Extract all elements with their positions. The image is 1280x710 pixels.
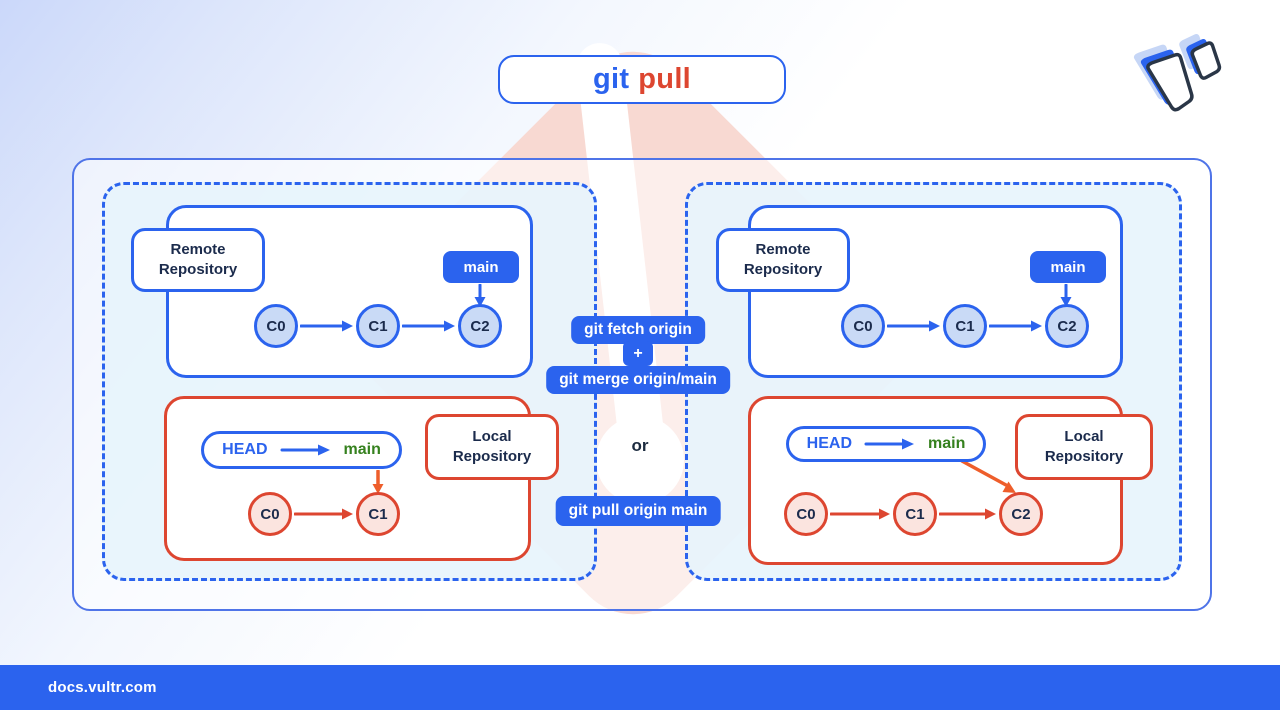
commit-arrow xyxy=(294,508,353,520)
head-label: HEAD xyxy=(806,435,852,452)
panel-before-pull: Remote Repository main C0 C1 C2 Local Re… xyxy=(102,182,597,581)
commit-node: C1 xyxy=(893,492,937,536)
panel-after-pull: Remote Repository main C0 C1 C2 Local Re… xyxy=(685,182,1182,581)
git-fetch-command-pill: git fetch origin xyxy=(571,316,705,344)
commit-arrow xyxy=(989,320,1042,332)
commit-node: C0 xyxy=(841,304,885,348)
commit-arrow xyxy=(939,508,996,520)
local-label-line1: Local xyxy=(472,427,512,445)
head-label: HEAD xyxy=(222,441,268,458)
commit-arrow xyxy=(830,508,890,520)
commit-node: C1 xyxy=(356,304,400,348)
commit-arrow xyxy=(887,320,940,332)
git-pull-command-pill: git pull origin main xyxy=(555,496,721,526)
plus-chip: + xyxy=(623,341,653,366)
commit-node: C0 xyxy=(254,304,298,348)
commit-node: C2 xyxy=(999,492,1043,536)
main-branch-label: main xyxy=(343,441,381,458)
remote-repository-label: Remote Repository xyxy=(131,228,265,292)
head-arrow xyxy=(864,438,914,450)
diagram-title: git pull xyxy=(498,55,786,104)
head-arrow xyxy=(280,444,330,456)
local-repository-label: Local Repository xyxy=(425,414,559,480)
git-merge-command-pill: git merge origin/main xyxy=(546,366,730,394)
head-to-commit-arrow xyxy=(372,470,384,494)
branch-to-commit-arrow xyxy=(474,284,486,307)
main-branch-label: main xyxy=(928,435,966,452)
head-pointer-capsule: HEAD main xyxy=(786,426,986,462)
local-label-line2: Repository xyxy=(1044,448,1124,465)
commit-arrow xyxy=(300,320,353,332)
or-label: or xyxy=(631,436,649,455)
remote-label-line2: Repository xyxy=(743,261,823,278)
commit-node: C2 xyxy=(1045,304,1089,348)
commit-node: C2 xyxy=(458,304,502,348)
branch-to-commit-arrow xyxy=(1060,284,1072,307)
commit-node: C1 xyxy=(356,492,400,536)
vultr-logo-icon xyxy=(1133,34,1222,112)
remote-main-branch-badge: main xyxy=(1030,251,1106,283)
remote-label-line2: Repository xyxy=(158,261,238,278)
title-word-pull: pull xyxy=(638,63,692,95)
footer-url: docs.vultr.com xyxy=(48,679,157,696)
head-to-commit-arrow xyxy=(960,459,1016,493)
commit-node: C0 xyxy=(248,492,292,536)
commit-node: C1 xyxy=(943,304,987,348)
local-label-line2: Repository xyxy=(452,448,532,465)
remote-main-branch-badge: main xyxy=(443,251,519,283)
head-pointer-capsule: HEAD main xyxy=(201,431,402,469)
remote-label-line1: Remote xyxy=(170,240,226,258)
commit-arrow xyxy=(402,320,455,332)
commit-node: C0 xyxy=(784,492,828,536)
local-label-line1: Local xyxy=(1064,427,1104,445)
title-word-git: git xyxy=(592,63,630,95)
remote-label-line1: Remote xyxy=(755,240,811,258)
footer-bar: docs.vultr.com xyxy=(0,665,1280,710)
local-repository-label: Local Repository xyxy=(1015,414,1153,480)
remote-repository-label: Remote Repository xyxy=(716,228,850,292)
